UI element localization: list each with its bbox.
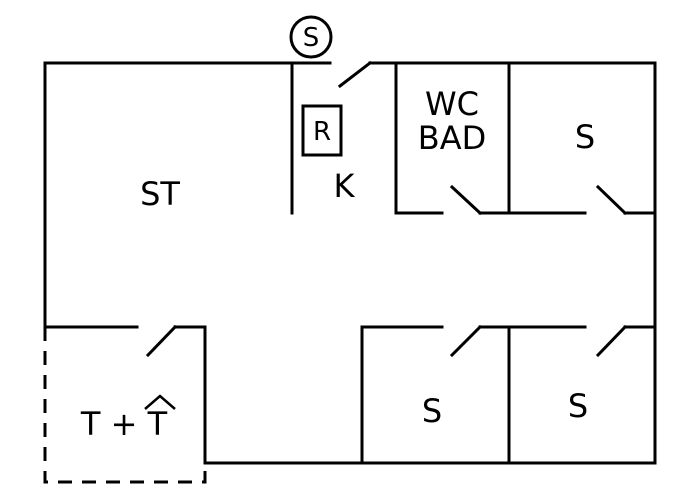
fridge-icon: R bbox=[301, 104, 343, 157]
outer-wall-top-right bbox=[203, 61, 657, 465]
outer-wall-left-top bbox=[43, 61, 332, 329]
room-label-bedroom-top-right: S bbox=[575, 118, 595, 156]
doors bbox=[145, 60, 628, 358]
door-swing-icon bbox=[337, 60, 373, 89]
room-label-kitchen: K bbox=[334, 167, 356, 205]
outer-walls bbox=[43, 61, 657, 465]
door-swing-icon bbox=[449, 184, 483, 216]
room-label-bath-line2: BAD bbox=[418, 119, 486, 157]
door-swing-icon bbox=[595, 324, 628, 358]
door-swing-icon bbox=[145, 324, 178, 358]
door-swing-icon bbox=[449, 324, 483, 358]
bedroom-bottom-middle-wall bbox=[360, 325, 444, 465]
door-swing-icon bbox=[595, 184, 628, 216]
bath-left-wall bbox=[394, 61, 444, 215]
room-label-living: ST bbox=[140, 175, 180, 213]
chimney-icon: S bbox=[289, 15, 333, 59]
terrace-dashed-outline bbox=[43, 327, 207, 484]
fridge-symbol-label: R bbox=[313, 117, 331, 147]
chimney-symbol-label: S bbox=[303, 23, 320, 53]
roof-icon bbox=[144, 394, 176, 410]
room-label-terrace: T + T bbox=[80, 405, 168, 443]
room-label-bedroom-bottom-right: S bbox=[568, 387, 588, 425]
room-label-bedroom-bottom-middle: S bbox=[422, 392, 442, 430]
interior-walls bbox=[43, 61, 657, 465]
room-label-bath-line1: WC bbox=[425, 85, 479, 123]
